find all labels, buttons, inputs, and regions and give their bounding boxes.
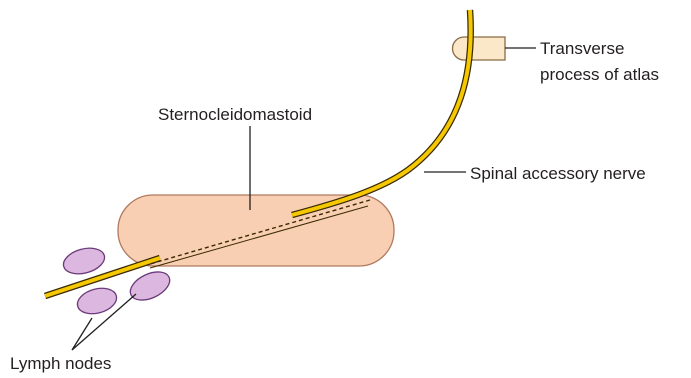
sternocleidomastoid-label: Sternocleidomastoid [158,105,312,124]
lymph-node [126,266,174,306]
atlas-transverse-process-shape [453,37,505,60]
spinal-accessory-nerve-label: Spinal accessory nerve [470,164,646,183]
sternocleidomastoid-muscle [118,195,394,266]
transverse-process-label-line1: Transverse [540,39,624,58]
sternocleidomastoid-shape [118,195,394,266]
lymph-node [61,244,108,278]
transverse-process-label-line2: process of atlas [540,65,659,84]
transverse-process-of-atlas [453,37,505,60]
nerve-core-upper [292,10,471,215]
lymph-node [75,284,120,318]
lymph-nodes-label: Lymph nodes [10,354,111,373]
